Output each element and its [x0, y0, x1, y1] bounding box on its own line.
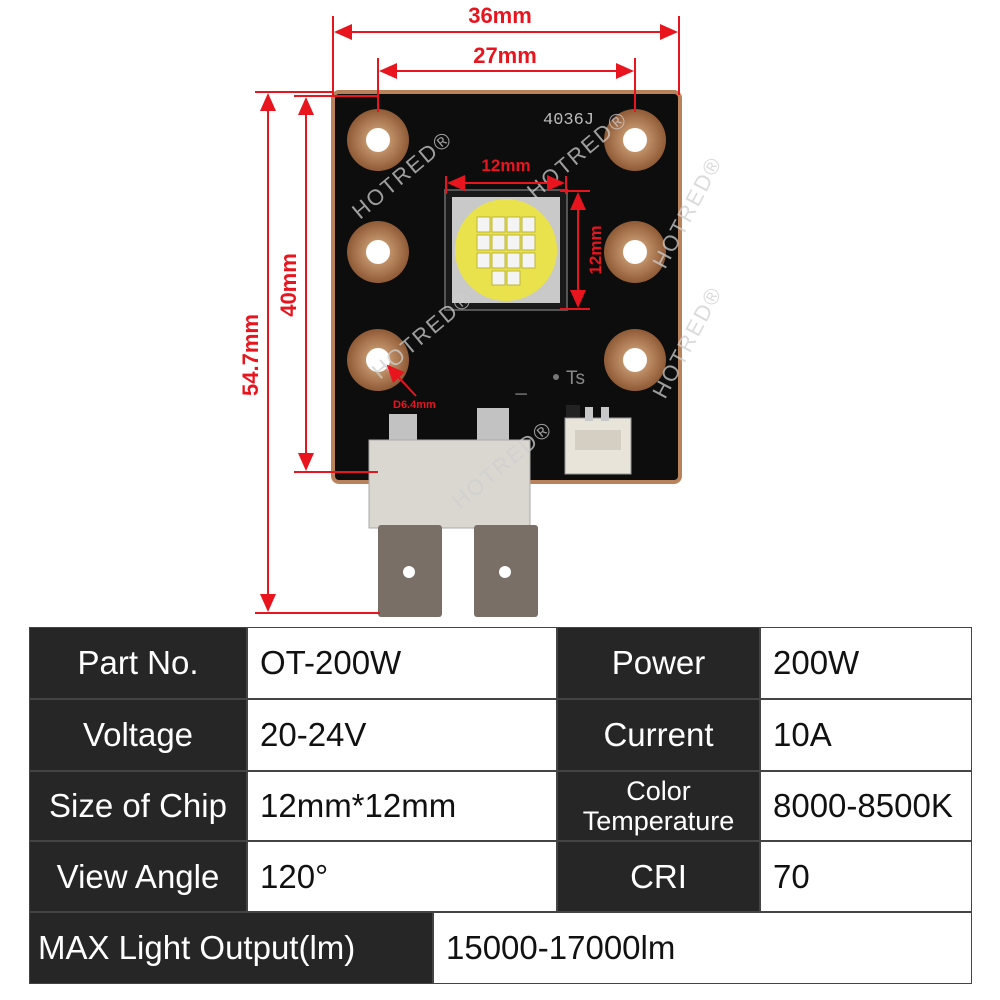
- voltage-value: 20-24V: [247, 699, 557, 771]
- ts-label: Ts: [566, 368, 585, 389]
- light-output-value: 15000-17000lm: [433, 912, 972, 984]
- mounting-hole: [604, 221, 666, 283]
- light-output-label: MAX Light Output(lm): [29, 912, 433, 984]
- led-module-diagram: 4036J Ts − HOTRED® HOTRED® HOTRED® HOTRE…: [238, 3, 727, 617]
- power-terminal: [368, 408, 538, 617]
- table-row: Part No. OT-200W Power 200W: [29, 627, 972, 699]
- color-temp-label-line1: Color: [626, 776, 691, 806]
- cri-label: CRI: [557, 841, 760, 912]
- current-value: 10A: [760, 699, 972, 771]
- mounting-hole: [347, 109, 409, 171]
- table-row: View Angle 120° CRI 70: [29, 841, 972, 912]
- current-label: Current: [557, 699, 760, 771]
- color-temp-value: 8000-8500K: [760, 771, 972, 841]
- mounting-hole: [604, 109, 666, 171]
- power-value: 200W: [760, 627, 972, 699]
- voltage-label: Voltage: [29, 699, 247, 771]
- dim-width-holes: 27mm: [473, 43, 537, 68]
- table-row: Size of Chip 12mm*12mm Color Temperature…: [29, 771, 972, 841]
- chip-size-value: 12mm*12mm: [247, 771, 557, 841]
- mounting-holes: [347, 109, 666, 391]
- connector: [564, 405, 632, 475]
- board-code: 4036J: [543, 111, 594, 130]
- part-no-value: OT-200W: [247, 627, 557, 699]
- mounting-hole: [604, 329, 666, 391]
- chip-size-label: Size of Chip: [29, 771, 247, 841]
- led-chip: [444, 189, 568, 311]
- dim-chip-width: 12mm: [481, 156, 530, 175]
- cri-value: 70: [760, 841, 972, 912]
- color-temp-label: Color Temperature: [557, 771, 760, 841]
- table-row: MAX Light Output(lm) 15000-17000lm: [29, 912, 972, 984]
- spec-table: Part No. OT-200W Power 200W Voltage 20-2…: [29, 627, 972, 984]
- dim-chip-height: 12mm: [586, 225, 605, 274]
- dim-width-outer: 36mm: [468, 3, 532, 28]
- view-angle-label: View Angle: [29, 841, 247, 912]
- dim-height-total: 54.7mm: [238, 314, 263, 396]
- color-temp-label-line2: Temperature: [582, 806, 735, 836]
- mounting-hole: [347, 221, 409, 283]
- power-label: Power: [557, 627, 760, 699]
- dim-hole-diameter: D6.4mm: [393, 399, 436, 411]
- minus-label: −: [514, 381, 528, 408]
- table-row: Voltage 20-24V Current 10A: [29, 699, 972, 771]
- part-no-label: Part No.: [29, 627, 247, 699]
- view-angle-value: 120°: [247, 841, 557, 912]
- dim-height-holes: 40mm: [276, 253, 301, 317]
